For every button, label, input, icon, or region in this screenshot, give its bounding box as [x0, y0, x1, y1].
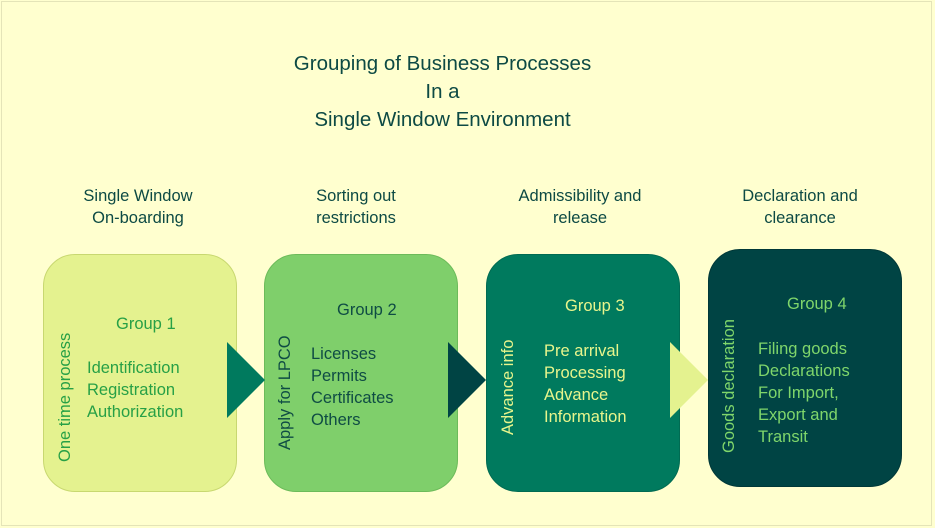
list-item: Advance: [544, 386, 609, 404]
title-line-3: Single Window Environment: [314, 108, 571, 131]
group-2-side-label: Apply for LPCO: [276, 335, 294, 450]
list-item: Certificates: [311, 389, 394, 407]
stage-line: On-boarding: [92, 209, 184, 227]
stage-line: release: [552, 209, 608, 227]
list-item: Authorization: [87, 403, 184, 421]
group-4-title: Group 4: [787, 295, 847, 313]
stage-line: clearance: [764, 209, 836, 227]
group-4-side-label: Goods declaration: [720, 319, 738, 453]
stage-line: Single Window: [83, 187, 193, 205]
group-4-items: Filing goods Declarations For Import, Ex…: [758, 338, 850, 448]
arrow-right-icon: [670, 342, 708, 418]
list-item: Processing: [544, 364, 626, 382]
group-4-box: Goods declaration Group 4 Filing goods D…: [708, 249, 902, 487]
list-item: Registration: [87, 381, 176, 399]
arrow-right-icon: [448, 342, 486, 418]
group-3-box: Advance info Group 3 Pre arrival Process…: [486, 254, 680, 492]
title-line-2: In a: [425, 80, 460, 103]
list-item: Information: [544, 408, 627, 426]
group-1-items: Identification Registration Authorizatio…: [87, 357, 183, 423]
group-2-items: Licenses Permits Certificates Others: [311, 343, 394, 431]
stage-line: Declaration and: [742, 187, 858, 205]
stage-line: Sorting out: [316, 187, 396, 205]
stage-line: restrictions: [316, 209, 396, 227]
list-item: Permits: [311, 367, 367, 385]
list-item: For Import,: [758, 384, 839, 402]
title-line-1: Grouping of Business Processes: [293, 52, 592, 75]
arrow-1-to-2: [227, 342, 265, 418]
list-item: Transit: [758, 428, 808, 446]
stage-heading-onboarding: Single Window On-boarding: [28, 185, 248, 229]
group-2-box: Apply for LPCO Group 2 Licenses Permits …: [264, 254, 458, 492]
diagram-title: Grouping of Business Processes In a Sing…: [230, 50, 655, 134]
list-item: Identification: [87, 359, 180, 377]
stage-heading-admissibility: Admissibility and release: [470, 185, 690, 229]
group-3-title: Group 3: [565, 297, 625, 315]
group-3-side-label: Advance info: [499, 339, 517, 435]
list-item: Pre arrival: [544, 342, 620, 360]
list-item: Others: [311, 411, 361, 429]
arrow-2-to-3: [448, 342, 486, 418]
list-item: Filing goods: [758, 340, 847, 358]
stage-line: Admissibility and: [518, 187, 642, 205]
group-2-title: Group 2: [337, 301, 397, 319]
list-item: Declarations: [758, 362, 850, 380]
group-3-items: Pre arrival Processing Advance Informati…: [544, 340, 627, 428]
arrow-3-to-4: [670, 342, 708, 418]
group-1-box: One time process Group 1 Identification …: [43, 254, 237, 492]
list-item: Licenses: [311, 345, 377, 363]
group-1-side-label: One time process: [56, 332, 74, 462]
group-1-title: Group 1: [116, 315, 176, 333]
arrow-right-icon: [227, 342, 265, 418]
stage-heading-restrictions: Sorting out restrictions: [246, 185, 466, 229]
stage-heading-declaration: Declaration and clearance: [690, 185, 910, 229]
list-item: Export and: [758, 406, 838, 424]
